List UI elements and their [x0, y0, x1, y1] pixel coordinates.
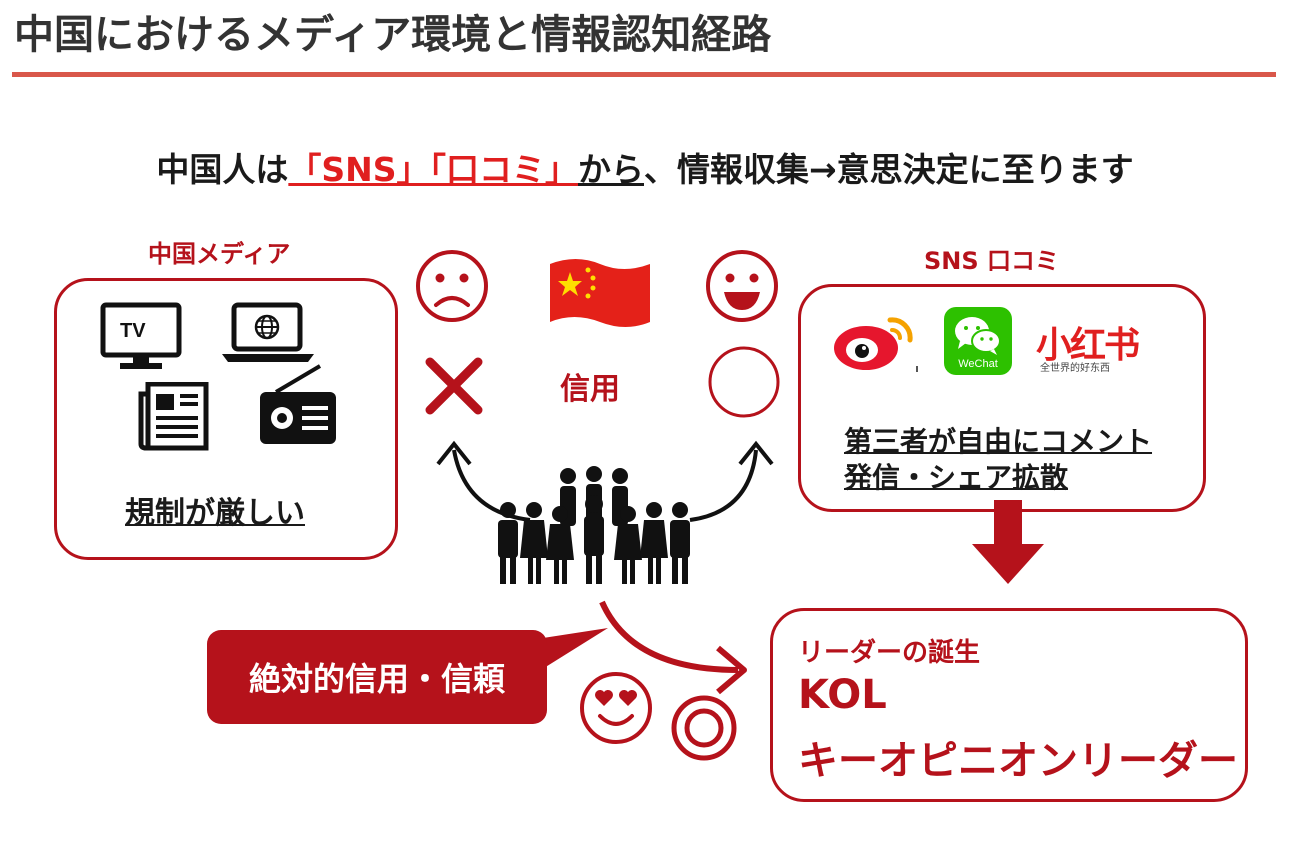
wechat-logo-icon: WeChat	[944, 307, 1012, 375]
headline-prefix: 中国人は	[156, 150, 289, 189]
wechat-logo-text: WeChat	[958, 358, 998, 370]
down-arrow-icon	[972, 500, 1044, 584]
sns-caption-line2: 発信・シェア拡散	[844, 461, 1069, 494]
headline: 中国人は「SNS」「口コミ」から、情報収集→意思決定に至ります	[0, 143, 1290, 191]
weibo-logo-icon	[834, 317, 918, 372]
happy-face-icon	[706, 250, 778, 322]
page-title: 中国におけるメディア環境と情報認知経路	[14, 12, 772, 58]
xiaohongshu-tagline: 全世界的好东西	[1040, 363, 1110, 374]
circle-mark-icon	[708, 346, 780, 418]
headline-kara: から	[578, 150, 644, 189]
headline-suffix: 、情報収集→意思決定に至ります	[644, 150, 1134, 189]
people-arrows	[436, 440, 774, 522]
kol-arrow	[599, 600, 747, 695]
trust-label: 信用	[560, 372, 620, 407]
double-circle-icon	[671, 695, 737, 761]
sad-face-icon	[416, 250, 488, 322]
headline-sns: 「SNS」	[288, 150, 430, 189]
trust-box-pointer	[530, 628, 608, 668]
heart-eyes-face-icon	[580, 672, 652, 744]
crowd-icon	[498, 466, 690, 584]
radio-icon	[260, 364, 336, 444]
wechat-bubbles-icon	[955, 317, 1001, 355]
tv-icon: TV	[100, 302, 182, 369]
kol-box	[770, 608, 1248, 802]
kol-title: KOL	[798, 672, 887, 718]
cross-mark-icon	[425, 357, 483, 415]
xiaohongshu-logo-text: 小红书	[1036, 325, 1140, 366]
kol-sub-label: リーダーの誕生	[798, 638, 981, 668]
media-regulation-caption: 規制が厳しい	[125, 496, 305, 531]
absolute-trust-box: 絶対的信用・信頼	[207, 630, 547, 724]
china-media-label: 中国メディア	[148, 240, 291, 268]
tv-icon-text: TV	[120, 320, 146, 342]
laptop-icon	[222, 302, 314, 362]
kol-subtitle: キーオピニオンリーダー	[798, 738, 1238, 784]
sns-caption-line1: 第三者が自由にコメント	[844, 425, 1153, 458]
headline-kuchikomi: 「口コミ」	[429, 150, 579, 189]
sns-label: SNS 口コミ	[924, 247, 1060, 275]
china-flag-icon	[550, 259, 650, 327]
title-divider	[12, 72, 1276, 77]
newspaper-icon	[138, 382, 209, 451]
